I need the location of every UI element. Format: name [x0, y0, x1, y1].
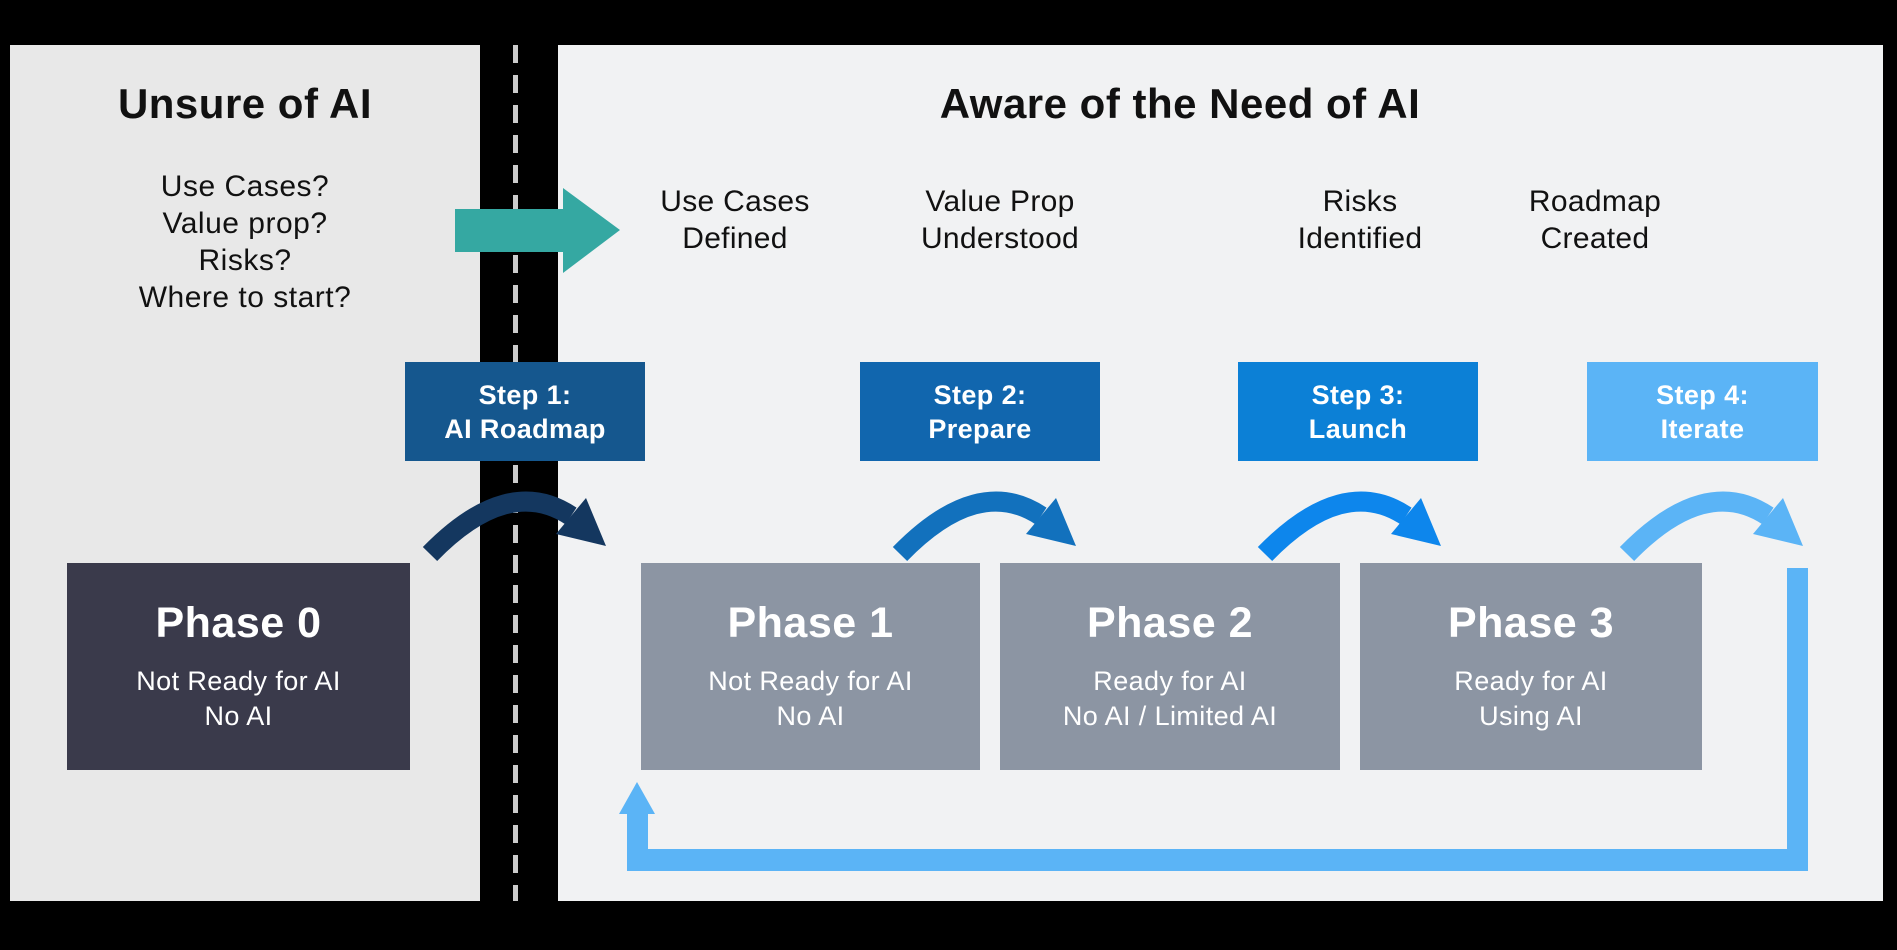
phase-box-2: Phase 2 Ready for AI No AI / Limited AI: [1000, 563, 1340, 770]
question-line: Risks?: [198, 244, 292, 277]
step-label: Step 2:: [933, 379, 1027, 410]
step-box-1-ai-roadmap: Step 1: AI Roadmap: [405, 362, 645, 461]
curved-arrow-step4-icon: [1619, 491, 1803, 561]
step-label: AI Roadmap: [444, 413, 606, 444]
phase-title: Phase 3: [1447, 599, 1615, 647]
question-line: Use Cases?: [160, 170, 330, 203]
phase-box-0: Phase 0 Not Ready for AI No AI: [67, 563, 410, 770]
curved-arrow-step2-icon: [892, 491, 1076, 561]
milestone-line: Value Prop: [925, 185, 1075, 218]
step-label: Step 4:: [1656, 379, 1749, 410]
phase-subtitle-line: Not Ready for AI: [708, 666, 913, 696]
phase-subtitle: Not Ready for AI No AI: [708, 664, 913, 734]
milestone-line: Roadmap: [1528, 185, 1662, 218]
milestone-risks-identified: Risks Identified: [1230, 183, 1490, 257]
phase-subtitle: Ready for AI No AI / Limited AI: [1063, 664, 1277, 734]
curved-arrow-step3-icon: [1257, 491, 1441, 561]
milestone-value-prop-understood: Value Prop Understood: [870, 183, 1130, 257]
milestone-roadmap-created: Roadmap Created: [1465, 183, 1725, 257]
milestone-line: Created: [1540, 222, 1650, 255]
phase-title: Phase 0: [155, 599, 322, 647]
step-label: Step 3:: [1311, 379, 1405, 410]
milestone-line: Defined: [682, 222, 788, 255]
question-line: Value prop?: [162, 207, 328, 240]
phase-box-3: Phase 3 Ready for AI Using AI: [1360, 563, 1702, 770]
unsure-panel-title: Unsure of AI: [117, 80, 373, 127]
step-label: Iterate: [1660, 413, 1745, 444]
step-label: Prepare: [928, 413, 1032, 444]
dashed-divider-line: [513, 45, 518, 901]
phase-subtitle-line: No AI / Limited AI: [1062, 701, 1278, 731]
milestone-line: Risks: [1322, 185, 1398, 218]
phase-subtitle-line: Ready for AI: [1093, 666, 1247, 696]
loop-back-arrow-icon: [619, 568, 1808, 871]
step-box-4-iterate: Step 4: Iterate: [1587, 362, 1818, 461]
step-label: Step 1:: [478, 379, 572, 410]
phase-subtitle-line: Using AI: [1479, 701, 1583, 731]
phase-subtitle: Ready for AI Using AI: [1454, 664, 1607, 734]
phase-subtitle-line: Ready for AI: [1454, 666, 1608, 696]
milestone-use-cases-defined: Use Cases Defined: [605, 183, 865, 257]
phase-title: Phase 1: [727, 599, 894, 647]
step-box-3-launch: Step 3: Launch: [1238, 362, 1478, 461]
milestone-line: Identified: [1297, 222, 1423, 255]
step-box-2-prepare: Step 2: Prepare: [860, 362, 1100, 461]
step-label: Launch: [1308, 413, 1408, 444]
aware-panel-title: Aware of the Need of AI: [939, 80, 1421, 127]
phase-subtitle-line: Not Ready for AI: [136, 666, 341, 696]
phase-subtitle-line: No AI: [776, 701, 845, 731]
unsure-questions: Use Cases? Value prop? Risks? Where to s…: [10, 168, 480, 316]
phase-subtitle-line: No AI: [204, 701, 273, 731]
phase-title: Phase 2: [1086, 599, 1254, 647]
question-line: Where to start?: [138, 281, 352, 314]
transition-arrow-icon: [455, 188, 620, 273]
phase-subtitle: Not Ready for AI No AI: [136, 664, 341, 734]
milestone-line: Use Cases: [660, 185, 810, 218]
curved-arrow-step1-icon: [422, 491, 606, 561]
milestone-line: Understood: [920, 222, 1080, 255]
phase-box-1: Phase 1 Not Ready for AI No AI: [641, 563, 980, 770]
